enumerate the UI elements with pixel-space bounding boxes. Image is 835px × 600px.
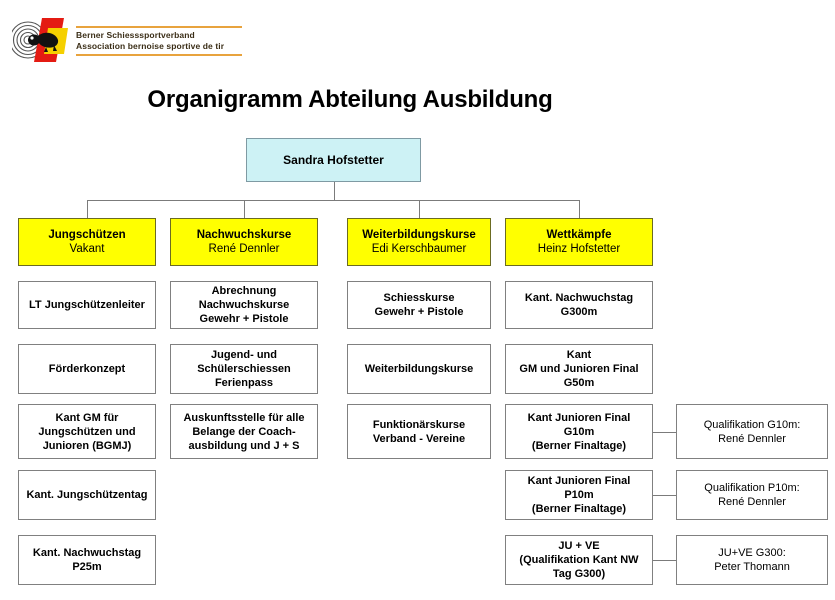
node-side-1: Qualifikation P10m: René Dennler — [676, 470, 828, 520]
node-line: Belange der Coach- — [192, 425, 296, 438]
node-line: René Dennler — [718, 432, 786, 445]
logo-line-french: Association bernoise sportive de tir — [76, 41, 225, 51]
node-line: Nachwuchskurse — [198, 299, 290, 311]
node-line: Jungschützen und — [38, 425, 136, 438]
node-task-0-1: Förderkonzept — [18, 344, 156, 394]
node-line: Förderkonzept — [48, 363, 126, 375]
node-line: Junioren (BGMJ) — [42, 439, 132, 452]
connector-root-stem — [333, 182, 335, 200]
node-line: (Berner Finaltage) — [531, 503, 627, 515]
node-line: Abrechnung — [211, 285, 277, 297]
node-side-2: JU+VE G300: Peter Thomann — [676, 535, 828, 585]
node-line: Edi Kerschbaumer — [371, 243, 467, 255]
node-line: Kant GM für — [55, 411, 119, 424]
node-line: Kant Junioren Final — [527, 411, 631, 424]
logo-line-german: Berner Schiesssportverband — [76, 30, 195, 40]
node-line: Gewehr + Pistole — [374, 306, 464, 318]
node-line: P10m — [564, 489, 594, 501]
connector-head-0 — [87, 200, 88, 218]
connector-head-2 — [419, 200, 420, 218]
node-line: G50m — [563, 377, 595, 389]
node-line: P25m — [72, 561, 102, 573]
node-line: ausbildung und J + S — [188, 439, 300, 452]
node-line: (Berner Finaltage) — [531, 439, 627, 452]
node-line: Schiesskurse — [383, 292, 455, 304]
node-line: Heinz Hofstetter — [537, 243, 621, 255]
connector-head-1 — [244, 200, 245, 218]
organization-logo: Berner Schiesssportverband Association b… — [12, 16, 242, 64]
node-line: G10m — [563, 425, 595, 438]
node-line: Verband - Vereine — [372, 432, 466, 445]
node-line: Kant. Nachwuchstag — [524, 292, 634, 304]
node-line: Sandra Hofstetter — [283, 153, 384, 167]
node-line: (Qualifikation Kant NW — [519, 554, 639, 566]
node-line: Nachwuchskurse — [196, 229, 292, 241]
node-line: René Dennler — [208, 243, 280, 255]
node-line: Gewehr + Pistole — [199, 313, 289, 325]
node-line: Qualifikation G10m: — [703, 418, 801, 431]
node-task-0-3: Kant. Jungschützentag — [18, 470, 156, 520]
node-line: Jugend- und — [211, 349, 277, 361]
node-line: Weiterbildungskurse — [362, 229, 476, 241]
node-line: LT Jungschützenleiter — [29, 299, 145, 311]
node-line: Weiterbildungskurse — [364, 363, 474, 375]
node-line: Vakant — [69, 243, 105, 255]
node-line: Wettkämpfe — [546, 229, 612, 241]
node-line: Funktionärskurse — [372, 418, 466, 431]
node-side-0: Qualifikation G10m:René Dennler — [676, 404, 828, 459]
node-task-2-1: Weiterbildungskurse — [347, 344, 491, 394]
connector-side-0 — [653, 431, 676, 433]
node-line: Kant. Nachwuchstag — [32, 547, 142, 559]
node-line: Peter Thomann — [714, 561, 790, 573]
node-line: Kant Junioren Final — [527, 475, 631, 487]
connector-head-3 — [579, 200, 580, 218]
node-line: Tag G300) — [552, 568, 606, 580]
node-line: Auskunftsstelle für alle — [183, 411, 305, 424]
logo-wordmark: Berner Schiesssportverband Association b… — [76, 26, 242, 56]
node-line: G300m — [560, 306, 598, 318]
node-line: Kant. Jungschützentag — [26, 489, 148, 501]
logo-rule-top — [76, 26, 242, 28]
connector-bus — [87, 200, 579, 201]
connector-side-2 — [653, 560, 676, 561]
node-task-3-4: JU + VE (Qualifikation Kant NW Tag G300) — [505, 535, 653, 585]
page-title: Organigramm Abteilung Ausbildung — [147, 86, 553, 113]
node-line: Jungschützen — [48, 229, 126, 241]
node-root: Sandra Hofstetter — [246, 138, 421, 182]
node-line: JU+VE G300: — [718, 547, 786, 559]
bear-target-logo-icon — [12, 18, 68, 62]
node-line: Ferienpass — [214, 377, 274, 389]
node-line: Qualifikation P10m: — [704, 482, 800, 494]
node-line: Schülerschiessen — [197, 363, 291, 375]
node-line: Kant — [566, 349, 592, 361]
node-line: René Dennler — [718, 496, 786, 508]
node-line: JU + VE — [558, 540, 600, 552]
connector-side-1 — [653, 495, 676, 496]
node-task-0-0: LT Jungschützenleiter — [18, 281, 156, 329]
logo-rule-bottom — [76, 54, 242, 56]
node-line: GM und Junioren Final — [519, 363, 639, 375]
